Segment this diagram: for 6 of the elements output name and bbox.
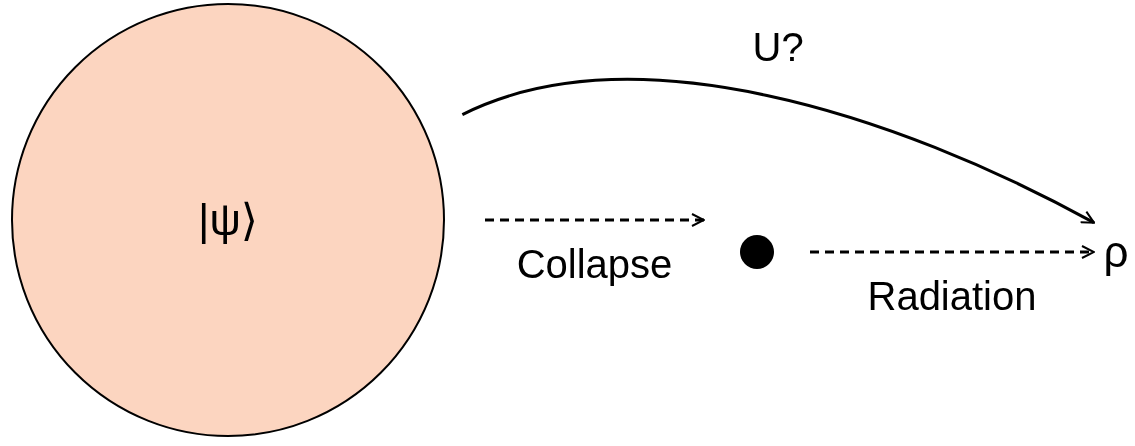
node-label: ρ bbox=[1103, 230, 1129, 274]
dashed-arrow bbox=[485, 213, 705, 227]
dashed-arrow bbox=[810, 245, 1095, 259]
node-label: |ψ⟩ bbox=[198, 198, 258, 242]
dot bbox=[740, 235, 774, 269]
curved-arrow bbox=[461, 78, 1095, 224]
